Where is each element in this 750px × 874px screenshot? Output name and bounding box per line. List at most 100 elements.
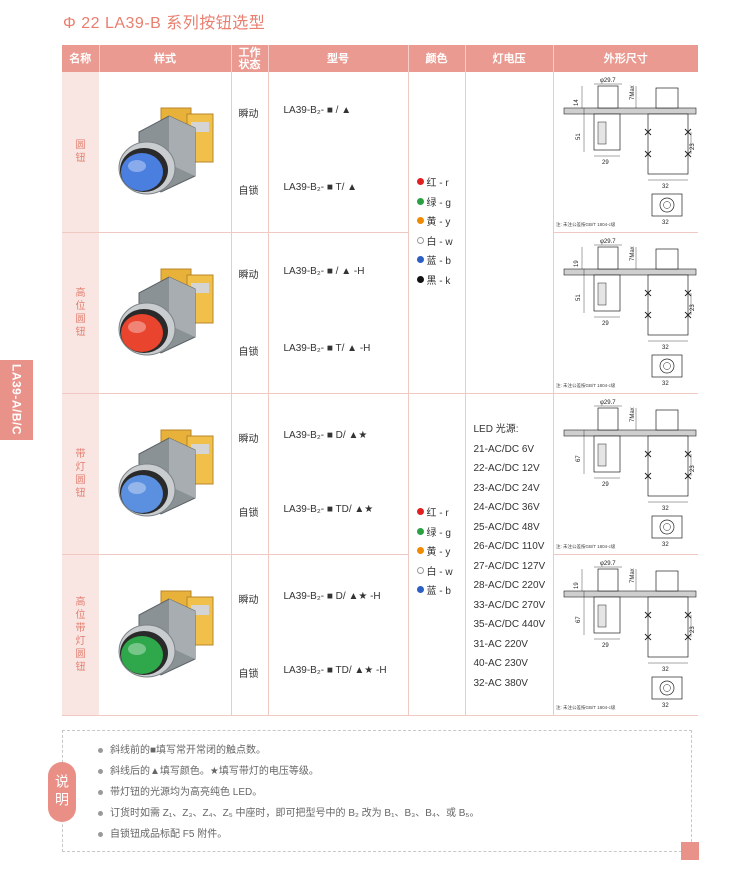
color-label: 红 - r xyxy=(426,178,449,190)
color-cell-2: 红 - r 绿 - g 黄 - y 白 - w 蓝 - b xyxy=(408,393,466,716)
product-photo xyxy=(99,393,232,555)
corner-decoration xyxy=(681,842,699,860)
svg-text:32: 32 xyxy=(662,345,669,351)
color-label: 黄 - y xyxy=(426,547,451,559)
bullet-icon xyxy=(98,811,103,816)
model-cell: LA39-B₂- ■ D/ ▲★ -H LA39-B₂- ■ TD/ ▲★ -H xyxy=(268,554,409,716)
header-model: 型号 xyxy=(268,45,409,72)
product-photo xyxy=(99,72,232,233)
model-latching: LA39-B₂- ■ TD/ ▲★ xyxy=(283,504,374,515)
state-latching: 自锁 xyxy=(238,347,259,358)
state-latching: 自锁 xyxy=(238,186,259,197)
voltage-item: 23-AC/DC 24V xyxy=(473,482,540,494)
voltage-item: 22-AC/DC 12V xyxy=(473,463,540,474)
svg-text:φ29.7: φ29.7 xyxy=(600,400,616,406)
voltage-item: 27-AC/DC 127V xyxy=(473,560,546,572)
voltage-item: 32-AC 380V xyxy=(473,677,528,689)
color-option: 蓝 - b xyxy=(416,250,453,270)
svg-text:7Max: 7Max xyxy=(630,568,636,583)
note-text: 自锁钮成品标配 F5 附件。 xyxy=(110,829,228,840)
row-name: 高位带灯圆钮 xyxy=(62,554,99,716)
header-state: 工作状态 xyxy=(231,45,269,72)
svg-text:32: 32 xyxy=(662,506,669,512)
voltage-item: 33-AC/DC 270V xyxy=(473,599,546,611)
product-photo xyxy=(99,232,232,394)
state-cell: 瞬动 自锁 xyxy=(231,232,269,394)
bullet-icon xyxy=(98,748,103,753)
model-latching: LA39-B₂- ■ T/ ▲ xyxy=(283,182,358,193)
color-label: 黄 - y xyxy=(426,217,451,229)
table-header: 名称 样式 工作状态 型号 颜色 灯电压 外形尺寸 xyxy=(62,45,698,72)
model-momentary: LA39-B₂- ■ D/ ▲★ xyxy=(283,430,368,441)
note-item: 自锁钮成品标配 F5 附件。 xyxy=(98,824,479,845)
bullet-icon xyxy=(98,790,103,795)
svg-text:19: 19 xyxy=(574,260,580,267)
svg-text:23: 23 xyxy=(690,465,696,472)
state-cell: 瞬动 自锁 xyxy=(231,393,269,555)
color-label: 白 - w xyxy=(426,236,453,248)
color-swatch xyxy=(416,547,424,555)
voltage-item: 35-AC/DC 440V xyxy=(473,619,546,630)
color-swatch xyxy=(416,197,424,205)
color-option: 红 - r xyxy=(416,172,453,192)
color-swatch xyxy=(416,527,424,535)
voltage-cell-empty xyxy=(465,72,554,394)
color-swatch xyxy=(416,236,424,244)
voltage-item: 28-AC/DC 220V xyxy=(473,580,546,591)
notes-list: 斜线前的■填写常开常闭的触点数。斜线后的▲填写颜色。★填写带灯的电压等级。带灯钮… xyxy=(98,740,479,845)
svg-text:注: 未注公差按GB/T 1804-c级: 注: 未注公差按GB/T 1804-c级 xyxy=(556,382,616,389)
svg-text:14: 14 xyxy=(574,99,580,106)
note-item: 订货时如需 Z₁、Z₃、Z₄、Z₅ 中座时，即可把型号中的 B₂ 改为 B₁、B… xyxy=(98,803,479,824)
color-option: 绿 - g xyxy=(416,522,453,542)
state-momentary: 瞬动 xyxy=(238,109,259,120)
color-swatch xyxy=(416,275,424,283)
svg-text:23: 23 xyxy=(690,143,696,150)
state-cell: 瞬动 自锁 xyxy=(231,554,269,716)
bullet-icon xyxy=(98,832,103,837)
svg-text:29: 29 xyxy=(602,321,609,327)
color-option: 黄 - y xyxy=(416,211,453,231)
push-button-photo xyxy=(118,429,214,517)
table-row: 高位圆钮 瞬动 自锁 LA39-B₂- ■ / ▲ -H LA39-B₂- ■ … xyxy=(62,232,698,394)
svg-text:φ29.7: φ29.7 xyxy=(600,78,616,84)
color-swatch xyxy=(416,508,424,516)
push-button-photo xyxy=(118,590,214,678)
voltage-item: 26-AC/DC 110V xyxy=(473,541,545,552)
color-swatch xyxy=(416,586,424,594)
svg-text:67: 67 xyxy=(576,455,582,462)
color-label: 红 - r xyxy=(426,508,449,520)
header-dimensions: 外形尺寸 xyxy=(553,45,698,72)
row-name: 高位圆钮 xyxy=(62,232,99,394)
note-text: 斜线后的▲填写颜色。★填写带灯的电压等级。 xyxy=(110,766,319,777)
row-name: 圆钮 xyxy=(62,72,99,233)
model-latching: LA39-B₂- ■ TD/ ▲★ -H xyxy=(283,665,387,676)
selection-table: 名称 样式 工作状态 型号 颜色 灯电压 外形尺寸 圆钮 瞬动 自锁 LA39-… xyxy=(62,45,698,716)
svg-text:32: 32 xyxy=(662,667,669,673)
svg-text:51: 51 xyxy=(576,294,582,301)
state-latching: 自锁 xyxy=(238,669,259,680)
voltage-item: 24-AC/DC 36V xyxy=(473,502,540,513)
color-list: 红 - r 绿 - g 黄 - y 白 - w 蓝 - b 黑 - k xyxy=(416,172,453,289)
model-cell: LA39-B₂- ■ / ▲ -H LA39-B₂- ■ T/ ▲ -H xyxy=(268,232,409,394)
color-option: 蓝 - b xyxy=(416,580,453,600)
color-label: 蓝 - b xyxy=(426,256,451,268)
svg-text:51: 51 xyxy=(576,133,582,140)
svg-text:7Max: 7Max xyxy=(630,407,636,422)
header-name: 名称 xyxy=(62,45,100,72)
color-option: 绿 - g xyxy=(416,192,453,212)
color-label: 黑 - k xyxy=(426,275,451,287)
side-tab[interactable]: LA39-A/B/C xyxy=(0,360,33,440)
model-cell: LA39-B₂- ■ / ▲ LA39-B₂- ■ T/ ▲ xyxy=(268,72,409,233)
model-momentary: LA39-B₂- ■ / ▲ -H xyxy=(283,266,365,277)
svg-text:φ29.7: φ29.7 xyxy=(600,239,616,245)
color-label: 白 - w xyxy=(426,566,453,578)
svg-text:29: 29 xyxy=(602,482,609,488)
voltage-item: 40-AC 230V xyxy=(473,658,528,669)
